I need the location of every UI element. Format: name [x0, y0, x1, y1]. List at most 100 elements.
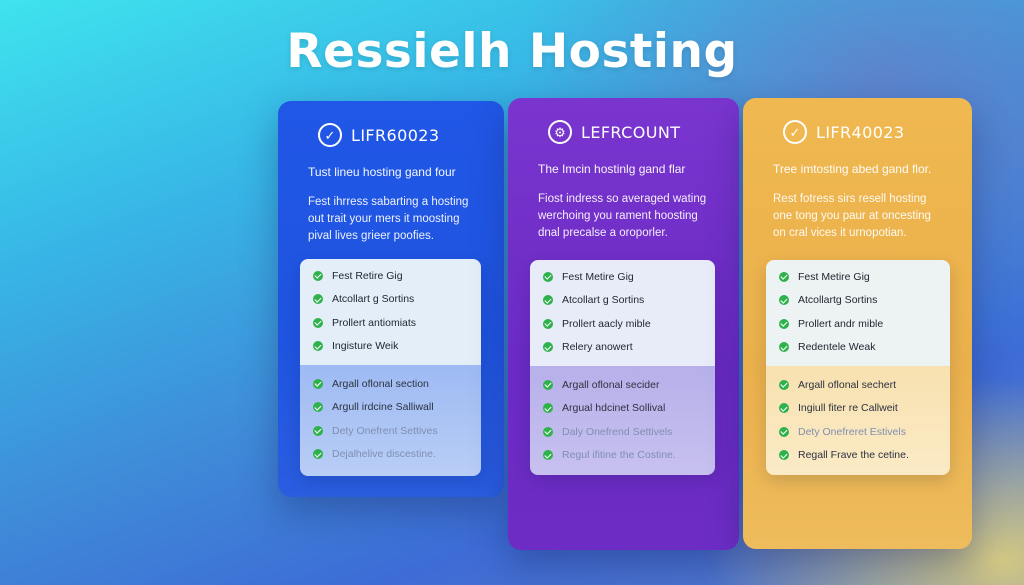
feature-item: Regul ifitine the Costine.	[530, 444, 715, 468]
feature-label: Fest Retire Gig	[332, 269, 403, 282]
feature-item: Relery anowert	[530, 336, 715, 360]
plan-description-line: one tong you paur at oncesting	[773, 210, 931, 222]
check-icon	[779, 426, 789, 437]
feature-label: Fest Metire Gig	[562, 270, 634, 283]
feature-list-secondary: Argall oflonal section Argull irdcine Sa…	[300, 365, 481, 476]
feature-label: Fest Metire Gig	[798, 270, 870, 283]
feature-label: Atcollartg Sortins	[798, 294, 878, 307]
plan-card-header: ⚙ LEFRCOUNT	[548, 120, 680, 144]
feature-label: Prollert andr mible	[798, 317, 884, 330]
feature-item: Atcollart g Sortins	[300, 288, 481, 312]
check-icon	[779, 318, 789, 329]
check-icon	[779, 342, 789, 353]
feature-label: Daly Onefrend Settivels	[562, 425, 673, 438]
check-icon	[543, 318, 553, 329]
feature-item: Regall Frave the cetine.	[766, 444, 950, 468]
feature-item: Prollert andr mible	[766, 312, 950, 336]
plan-subtitle: Tust lineu hosting gand four	[308, 165, 456, 179]
feature-label: Regall Frave the cetine.	[798, 449, 909, 462]
feature-label: Dety Onefrent Settives	[332, 424, 438, 437]
feature-label: Argual hdcinet Sollival	[562, 402, 666, 415]
feature-list-primary: Fest Metire Gig Atcollartg Sortins Proll…	[766, 260, 950, 366]
feature-item: Fest Retire Gig	[300, 264, 481, 288]
plan-name: LIFR40023	[816, 122, 905, 142]
check-icon	[779, 379, 789, 390]
feature-item: Prollert aacly mible	[530, 312, 715, 336]
check-icon	[543, 295, 553, 306]
plan-description-line: werchoing you rament hoosting	[538, 210, 698, 222]
feature-item: Fest Metire Gig	[766, 265, 950, 289]
feature-item: Argull irdcine Salliwall	[300, 396, 481, 420]
check-icon	[313, 449, 323, 460]
feature-list-primary: Fest Metire Gig Atcollart g Sortins Prol…	[530, 260, 715, 366]
check-icon	[543, 450, 553, 461]
check-circle-icon: ✓	[318, 123, 342, 147]
feature-item: Argall oflonal section	[300, 372, 481, 396]
plan-subtitle: The Imcin hostinlg gand flar	[538, 162, 686, 176]
plan-description-line: dnal precalse a oroporler.	[538, 227, 668, 239]
check-icon	[313, 270, 323, 281]
check-icon	[313, 317, 323, 328]
feature-panel: Fest Retire Gig Atcollart g Sortins Prol…	[300, 259, 481, 476]
feature-label: Dejalhelive discestine.	[332, 448, 436, 461]
feature-label: Regul ifitine the Costine.	[562, 449, 676, 462]
feature-item: Fest Metire Gig	[530, 265, 715, 289]
plan-description-line: Rest fotress sirs resell hosting	[773, 193, 927, 205]
check-icon	[543, 271, 553, 282]
plan-card-2[interactable]: ⚙ LEFRCOUNT The Imcin hostinlg gand flar…	[508, 98, 739, 550]
plan-description: Fiost indress so averaged wating werchoi…	[538, 191, 728, 242]
feature-panel: Fest Metire Gig Atcollartg Sortins Proll…	[766, 260, 950, 475]
plan-subtitle: Tree imtosting abed gand flor.	[773, 162, 932, 176]
plan-description-line: Fest ihrress sabarting a hosting	[308, 196, 469, 208]
feature-label: Atcollart g Sortins	[562, 294, 645, 307]
feature-item: Dejalhelive discestine.	[300, 443, 481, 467]
feature-label: Dety Onefreret Estivels	[798, 425, 906, 438]
feature-label: Redentele Weak	[798, 341, 876, 354]
plan-name: LIFR60023	[351, 125, 440, 145]
plan-card-header: ✓ LIFR60023	[318, 123, 439, 147]
check-icon	[779, 271, 789, 282]
feature-label: Ingisture Weik	[332, 340, 399, 353]
feature-label: Atcollart g Sortins	[332, 293, 415, 306]
feature-item: Ingisture Weik	[300, 335, 481, 359]
feature-label: Argull irdcine Salliwall	[332, 401, 434, 414]
check-icon	[313, 425, 323, 436]
feature-item: Argual hdcinet Sollival	[530, 397, 715, 421]
check-icon	[779, 450, 789, 461]
check-icon	[543, 379, 553, 390]
feature-label: Argall oflonal section	[332, 377, 429, 390]
check-icon	[543, 403, 553, 414]
plan-description-line: out trait your mers it moosting	[308, 213, 460, 225]
check-icon	[543, 426, 553, 437]
plan-card-1[interactable]: ✓ LIFR60023 Tust lineu hosting gand four…	[278, 101, 504, 497]
check-icon	[779, 403, 789, 414]
feature-item: Ingiull fiter re Callweit	[766, 397, 950, 421]
plan-description-line: Fiost indress so averaged wating	[538, 193, 707, 205]
feature-label: Prollert aacly mible	[562, 317, 651, 330]
feature-label: Argall oflonal sechert	[798, 378, 897, 391]
feature-item: Daly Onefrend Settivels	[530, 420, 715, 444]
check-circle-icon: ✓	[783, 120, 807, 144]
plan-card-3[interactable]: ✓ LIFR40023 Tree imtosting abed gand flo…	[743, 98, 972, 549]
plan-description-line: pival lives grieer poofies.	[308, 230, 434, 242]
feature-list-secondary: Argall oflonal secider Argual hdcinet So…	[530, 366, 715, 475]
feature-label: Ingiull fiter re Callweit	[798, 402, 898, 415]
check-icon	[313, 341, 323, 352]
feature-item: Argall oflonal secider	[530, 373, 715, 397]
feature-item: Atcollartg Sortins	[766, 289, 950, 313]
check-icon	[779, 295, 789, 306]
feature-item: Argall oflonal sechert	[766, 373, 950, 397]
feature-label: Prollert antiomiats	[332, 316, 417, 329]
feature-item: Dety Onefrent Settives	[300, 419, 481, 443]
gear-circle-icon: ⚙	[548, 120, 572, 144]
feature-item: Redentele Weak	[766, 336, 950, 360]
feature-list-primary: Fest Retire Gig Atcollart g Sortins Prol…	[300, 259, 481, 365]
check-icon	[313, 294, 323, 305]
feature-label: Relery anowert	[562, 341, 633, 354]
plan-description-line: on cral vices it urnopotian.	[773, 227, 907, 239]
plan-description: Rest fotress sirs resell hosting one ton…	[773, 191, 963, 242]
feature-item: Atcollart g Sortins	[530, 289, 715, 313]
feature-item: Prollert antiomiats	[300, 311, 481, 335]
check-icon	[313, 402, 323, 413]
feature-list-secondary: Argall oflonal sechert Ingiull fiter re …	[766, 366, 950, 475]
